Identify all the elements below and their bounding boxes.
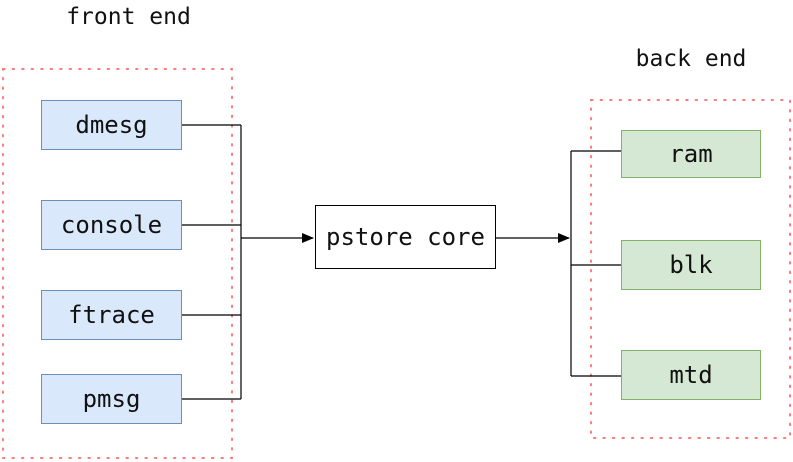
node-pstore-core: pstore core (315, 205, 496, 269)
front-end-group-border (2, 68, 233, 459)
node-ram-label: ram (669, 140, 713, 168)
front-end-title: front end (66, 4, 191, 30)
node-blk: blk (621, 240, 761, 290)
node-pmsg-label: pmsg (82, 385, 141, 413)
node-mtd-label: mtd (669, 361, 713, 389)
node-ram: ram (621, 130, 761, 178)
node-ftrace-label: ftrace (68, 301, 155, 329)
back-end-group-border (590, 99, 791, 439)
node-mtd: mtd (621, 350, 761, 400)
node-blk-label: blk (669, 251, 713, 279)
node-console-label: console (60, 211, 163, 239)
node-dmesg: dmesg (41, 100, 182, 150)
node-ftrace: ftrace (41, 290, 182, 340)
node-pmsg: pmsg (41, 374, 182, 424)
node-pstore-core-label: pstore core (326, 223, 485, 251)
back-end-title: back end (635, 46, 747, 72)
node-console: console (41, 200, 182, 250)
node-dmesg-label: dmesg (75, 111, 148, 139)
